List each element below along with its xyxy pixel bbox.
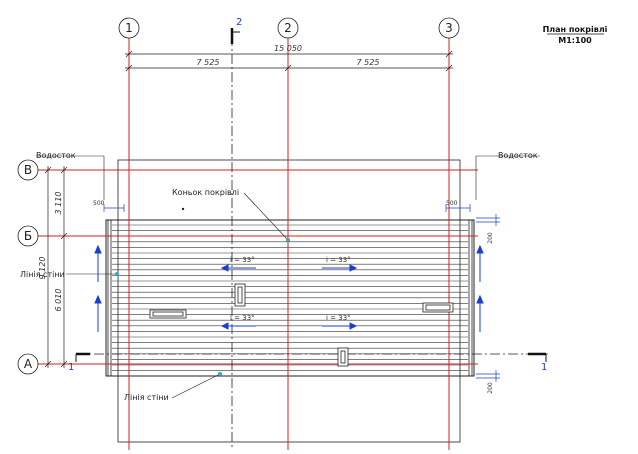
slope-top-right: i = 33°: [326, 256, 351, 264]
slope-arrows: [220, 264, 358, 330]
grid-lines: [38, 38, 478, 450]
section-mark-right-label: 1: [541, 362, 547, 373]
gutter-left-callout: Водосток: [36, 151, 105, 200]
svg-text:Водосток: Водосток: [36, 151, 76, 160]
axis-bubble-a: А: [17, 353, 39, 375]
slope-bottom-left: i = 33°: [230, 314, 255, 322]
svg-text:В: В: [24, 163, 32, 177]
svg-text:3: 3: [445, 21, 453, 35]
ridge-callout: Коньок покрівлі: [172, 188, 290, 242]
overhang-right-label: 500: [446, 200, 458, 207]
dimension-span-v-b: 3 110: [54, 192, 63, 215]
vent-bottom: [337, 347, 349, 367]
gutter-right-callout: Водосток: [475, 151, 540, 200]
drawing-title: План покрівлі М1:100: [543, 24, 608, 45]
overhang-dims: [103, 204, 500, 382]
axis-bubble-b: Б: [17, 225, 39, 247]
svg-text:А: А: [24, 357, 33, 371]
roof-outer-outline: [117, 159, 461, 443]
section-mark-right: 1: [528, 352, 547, 373]
svg-text:Б: Б: [24, 229, 32, 243]
edge-top-label: 200: [487, 232, 494, 244]
svg-text:Лінія стіни: Лінія стіни: [20, 270, 65, 279]
axis-bubble-3: 3: [438, 17, 460, 39]
svg-text:Водосток: Водосток: [498, 151, 538, 160]
chimney-center: [234, 283, 246, 307]
skylight-left: [149, 309, 187, 319]
dimension-span-2-3: 7 525: [357, 58, 380, 67]
overhang-left-label: 500: [93, 200, 105, 207]
title-line-2: М1:100: [558, 36, 592, 45]
svg-text:2: 2: [284, 21, 292, 35]
roof-sheeting-lines: [112, 224, 468, 371]
dimension-total-width-label: 15 050: [274, 44, 302, 53]
dimension-spans-top: [125, 64, 453, 72]
roof-slab: [105, 219, 475, 377]
section-mark-top: 2: [230, 17, 242, 44]
dimension-span-1-2: 7 525: [197, 58, 220, 67]
slope-top-left: i = 33°: [230, 256, 255, 264]
axis-bubble-1: 1: [118, 17, 140, 39]
axis-bubble-2: 2: [277, 17, 299, 39]
axis-bubble-v: В: [17, 159, 39, 181]
svg-text:1: 1: [125, 21, 133, 35]
drain-arrows: [94, 244, 484, 332]
dimension-total-width: [125, 50, 453, 58]
gutters: [107, 220, 473, 376]
svg-text:Коньок покрівлі: Коньок покрівлі: [172, 188, 239, 197]
title-line-1: План покрівлі: [543, 24, 608, 34]
dimension-left: [44, 166, 68, 368]
roof-openings: [149, 283, 454, 367]
section-mark-top-label: 2: [236, 17, 242, 28]
wall-line-left-callout: Лінія стіни: [20, 270, 119, 279]
edge-bottom-label: 200: [487, 382, 494, 394]
dimension-total-height: 9 120: [38, 257, 47, 280]
wall-line-bottom-callout: Лінія стіни: [124, 372, 222, 402]
slope-bottom-right: i = 33°: [326, 314, 351, 322]
skylight-right: [422, 302, 454, 313]
svg-text:Лінія стіни: Лінія стіни: [124, 393, 169, 402]
ridge-dot: [181, 207, 185, 211]
section-mark-left-label: 1: [68, 362, 74, 373]
dimension-span-b-a: 6 010: [54, 289, 63, 312]
section-mark-left: 1: [68, 352, 90, 373]
